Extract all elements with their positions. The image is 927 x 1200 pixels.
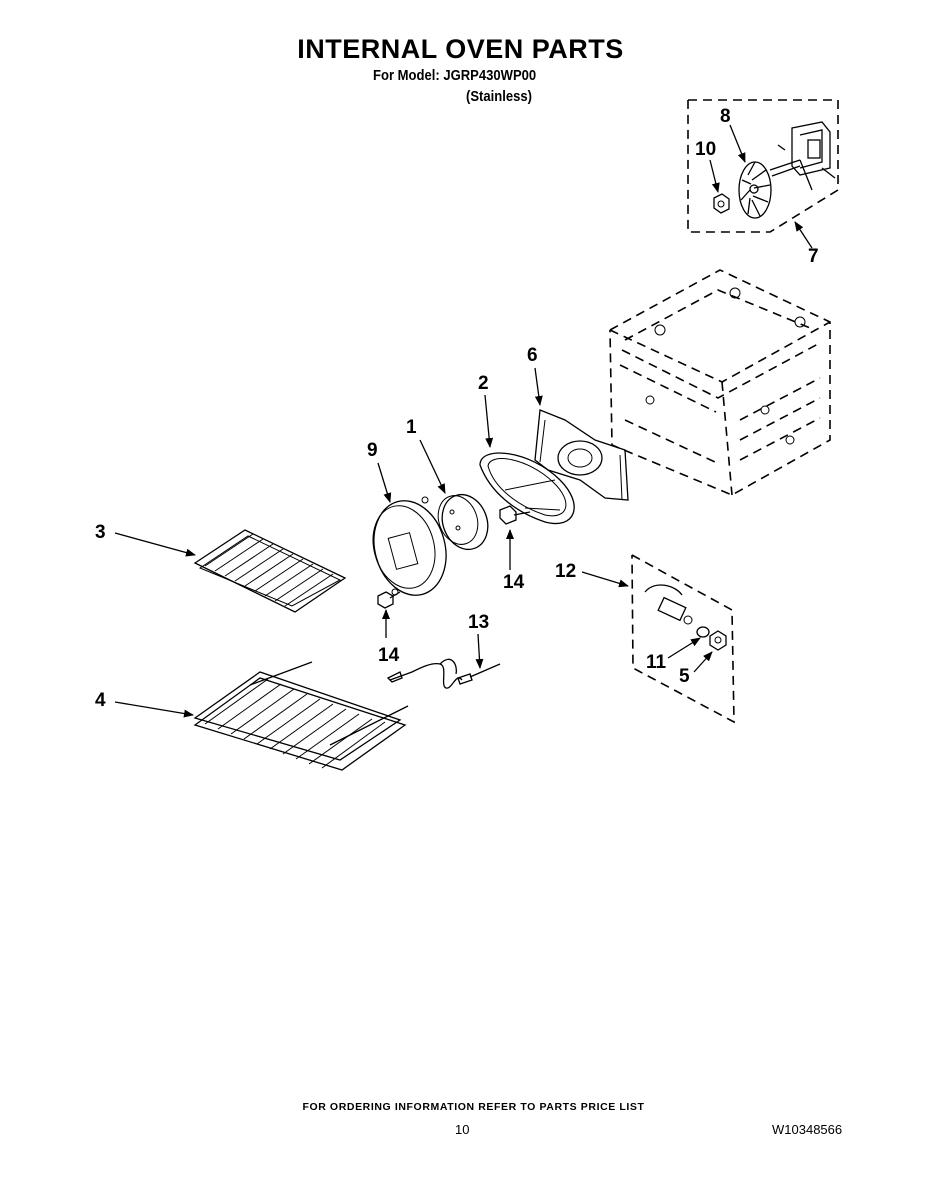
callout-12: 12 bbox=[555, 561, 629, 588]
fan-shield-disk-part bbox=[437, 493, 489, 551]
svg-text:12: 12 bbox=[555, 561, 576, 582]
probe-receptacle-assembly bbox=[631, 554, 735, 724]
fan-motor-part bbox=[769, 121, 836, 191]
document-number: W10348566 bbox=[772, 1122, 843, 1137]
callout-7: 7 bbox=[794, 221, 819, 267]
callout-9: 9 bbox=[367, 440, 392, 503]
convection-element-part bbox=[479, 452, 575, 525]
oven-rack-part bbox=[193, 529, 347, 613]
fan-baffle-part bbox=[534, 409, 629, 501]
convection-fan-assembly bbox=[687, 99, 839, 233]
callout-11: 11 bbox=[646, 637, 701, 673]
svg-text:10: 10 bbox=[695, 139, 716, 160]
callout-3: 3 bbox=[95, 522, 196, 557]
ordering-info-note: FOR ORDERING INFORMATION REFER TO PARTS … bbox=[302, 1101, 645, 1113]
fan-nut-part bbox=[713, 193, 730, 214]
screw-part-upper bbox=[499, 505, 531, 525]
callout-4: 4 bbox=[95, 690, 194, 718]
receptacle-washer-part bbox=[696, 626, 710, 638]
svg-text:5: 5 bbox=[679, 666, 690, 687]
page-number: 10 bbox=[455, 1122, 470, 1137]
callout-2: 2 bbox=[478, 373, 494, 448]
svg-text:14: 14 bbox=[378, 645, 400, 666]
svg-text:9: 9 bbox=[367, 440, 378, 461]
callout-1: 1 bbox=[406, 417, 446, 494]
svg-text:3: 3 bbox=[95, 522, 106, 543]
svg-text:1: 1 bbox=[406, 417, 417, 438]
svg-text:2: 2 bbox=[478, 373, 489, 394]
svg-text:13: 13 bbox=[468, 612, 489, 633]
callout-14-lower: 14 bbox=[378, 609, 400, 666]
callout-13: 13 bbox=[468, 612, 489, 669]
page-title: INTERNAL OVEN PARTS bbox=[297, 34, 624, 64]
callout-5: 5 bbox=[679, 651, 713, 687]
svg-text:4: 4 bbox=[95, 690, 106, 711]
model-label: For Model: JGRP430WP00 bbox=[373, 68, 537, 84]
callout-14-upper: 14 bbox=[503, 529, 525, 593]
svg-text:7: 7 bbox=[808, 246, 819, 267]
svg-text:8: 8 bbox=[720, 106, 731, 127]
probe-receptacle-part bbox=[644, 584, 693, 625]
extension-rack-part bbox=[193, 661, 409, 771]
svg-text:11: 11 bbox=[646, 652, 667, 673]
oven-cavity-outline bbox=[609, 269, 831, 496]
convection-cover-part bbox=[372, 496, 447, 596]
finish-label: (Stainless) bbox=[466, 89, 533, 105]
meat-probe-part bbox=[386, 658, 501, 689]
fan-blade-part bbox=[738, 161, 772, 219]
callout-8: 8 bbox=[720, 106, 746, 163]
svg-text:6: 6 bbox=[527, 345, 538, 366]
screw-part-lower bbox=[377, 591, 401, 609]
svg-text:14: 14 bbox=[503, 572, 525, 593]
receptacle-nut-part bbox=[709, 630, 727, 651]
callout-6: 6 bbox=[527, 345, 543, 406]
callout-10: 10 bbox=[695, 139, 720, 193]
